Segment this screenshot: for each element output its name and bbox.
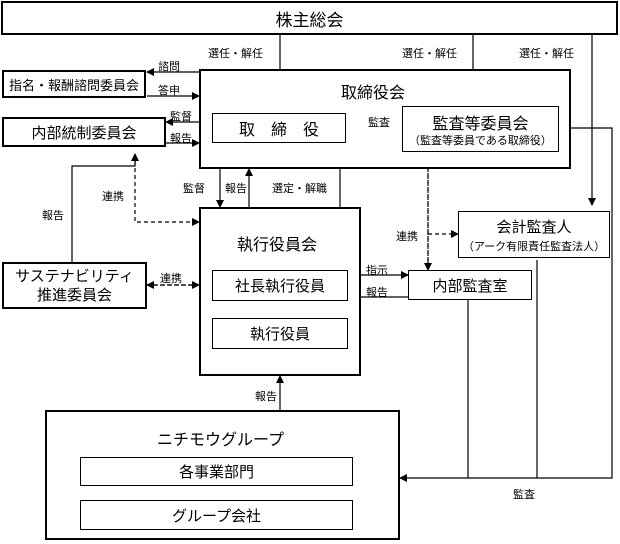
- group-companies-box: グループ会社: [80, 500, 353, 530]
- group-label: ニチモウグループ: [157, 430, 285, 449]
- edge-label-cooperate-2: 連携: [160, 272, 182, 285]
- executive-officers-label: 執行役員: [249, 325, 310, 343]
- edge-label-report-3: 報告: [225, 182, 247, 195]
- edge-label-instruct: 指示: [366, 264, 388, 277]
- edge-label-elect-2: 選任・解任: [402, 47, 457, 60]
- shareholders-box: 株主総会: [1, 1, 618, 35]
- internal-control-committee-label: 内部統制委員会: [31, 123, 137, 142]
- nomination-committee-box: 指名・報酬諮問委員会: [2, 70, 146, 98]
- edge-label-appoint: 選定・解職: [272, 182, 327, 195]
- edge-label-supervise-2: 監督: [183, 182, 205, 195]
- audit-line-2: [399, 127, 613, 482]
- edge-label-answer: 答申: [158, 84, 180, 97]
- internal-audit-box: 内部監査室: [408, 270, 532, 300]
- edge-label-audit-1: 監査: [368, 116, 390, 129]
- audit-committee-sub: （監査等委員である取締役）: [409, 134, 552, 147]
- edge-label-supervise-1: 監督: [170, 110, 192, 123]
- edge-label-report-1: 報告: [170, 132, 192, 145]
- president-label: 社長執行役員: [234, 277, 325, 295]
- internal-control-committee-box: 内部統制委員会: [2, 117, 166, 147]
- internal-audit-label: 内部監査室: [432, 276, 508, 295]
- executive-committee-label: 執行役員会: [237, 235, 318, 254]
- report-line-2: [71, 153, 139, 262]
- sustainability-committee-box: サステナビリティ 推進委員会: [2, 262, 147, 309]
- edge-label-cooperate-1: 連携: [102, 190, 124, 203]
- directors-label: 取 締 役: [238, 120, 319, 139]
- group-companies-label: グループ会社: [171, 506, 262, 525]
- edge-label-report-2: 報告: [42, 209, 64, 222]
- board-label: 取締役会: [341, 83, 406, 102]
- president-box: 社長執行役員: [212, 270, 348, 301]
- cooperate-line-1: [134, 154, 200, 226]
- edge-label-cooperate-3: 連携: [396, 230, 418, 243]
- accounting-auditor-label: 会計監査人: [496, 218, 572, 236]
- edge-label-elect-3: 選任・解任: [519, 47, 574, 60]
- audit-committee-label: 監査等委員会: [432, 114, 529, 133]
- edge-label-elect-1: 選任・解任: [208, 47, 263, 60]
- edge-label-audit-2: 監査: [513, 488, 535, 501]
- accounting-auditor-sub: （アーク有限責任監査法人）: [462, 240, 606, 253]
- audit-committee-box: 監査等委員会 （監査等委員である取締役）: [402, 106, 559, 152]
- shareholders-label: 株主総会: [275, 10, 344, 31]
- nomination-committee-label: 指名・報酬諮問委員会: [8, 78, 139, 94]
- directors-box: 取 締 役: [212, 113, 346, 143]
- business-divisions-label: 各事業部門: [178, 463, 254, 481]
- edge-label-consult: 諮問: [158, 60, 180, 73]
- sustainability-committee-label: サステナビリティ 推進委員会: [15, 266, 134, 304]
- edge-label-report-4: 報告: [366, 286, 388, 299]
- accounting-auditor-box: 会計監査人 （アーク有限責任監査法人）: [458, 211, 610, 258]
- edge-label-report-5: 報告: [255, 390, 277, 403]
- executive-officers-box: 執行役員: [212, 318, 348, 349]
- business-divisions-box: 各事業部門: [80, 457, 353, 486]
